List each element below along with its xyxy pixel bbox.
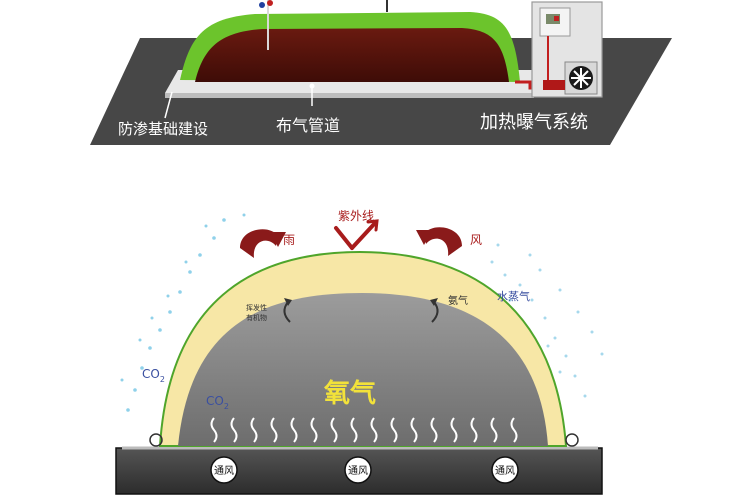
compost-core — [178, 293, 548, 446]
fan-blades-icon — [571, 68, 591, 88]
label-volatile-2: 有机物 — [246, 313, 267, 322]
rain-arrow-icon — [240, 229, 286, 258]
top-system-illustration: 防渗基础建设 布气管道 加热曝气系统 — [90, 0, 672, 145]
wind-arrow-icon — [416, 227, 462, 256]
sensor-dot-icon — [267, 0, 273, 6]
vent-label: 通风 — [214, 465, 234, 477]
foundation-slab-edge — [165, 93, 534, 98]
rain-drops — [120, 213, 246, 412]
heater-unit — [543, 80, 565, 90]
arrowhead-icon — [284, 298, 292, 306]
control-cabinet — [531, 1, 603, 98]
uv-arrow-icon — [334, 219, 379, 250]
display-panel — [546, 14, 560, 24]
indicator-light-icon — [554, 16, 559, 21]
label-ammonia: 氨气 — [448, 294, 468, 307]
air-flow-lines — [210, 417, 518, 443]
label-gas-pipe: 布气管道 — [276, 116, 340, 135]
compost-pile — [195, 28, 509, 82]
label-rain: 雨 — [283, 233, 295, 247]
pointer-line — [164, 91, 173, 119]
label-uv: 紫外线 — [338, 209, 374, 223]
vent-3: 通风 — [491, 456, 519, 484]
anchor-loop-icon — [565, 433, 579, 447]
label-co2-outer: CO2 — [142, 367, 165, 384]
pointer-dot-icon — [309, 83, 315, 89]
vent-2: 通风 — [344, 456, 372, 484]
label-oxygen: 氧气 — [323, 378, 376, 409]
label-heating-aeration: 加热曝气系统 — [480, 112, 588, 133]
label-foundation: 防渗基础建设 — [118, 120, 208, 138]
label-co2-inner: CO2 — [206, 394, 229, 411]
arrowhead-icon — [430, 298, 438, 306]
label-wind: 风 — [470, 233, 482, 247]
anchor-loop-icon — [149, 433, 163, 447]
sensor-dot-icon — [259, 2, 265, 8]
cross-section-diagram: 紫外线 雨 风 水蒸气 氨气 挥发性 有机物 CO2 CO2 氧气 通风 通风 … — [115, 209, 604, 495]
vent-1: 通风 — [210, 456, 238, 484]
vent-label: 通风 — [348, 465, 368, 477]
label-water-vapor: 水蒸气 — [497, 289, 530, 303]
label-volatile-1: 挥发性 — [246, 303, 267, 312]
vent-label: 通风 — [495, 465, 515, 477]
